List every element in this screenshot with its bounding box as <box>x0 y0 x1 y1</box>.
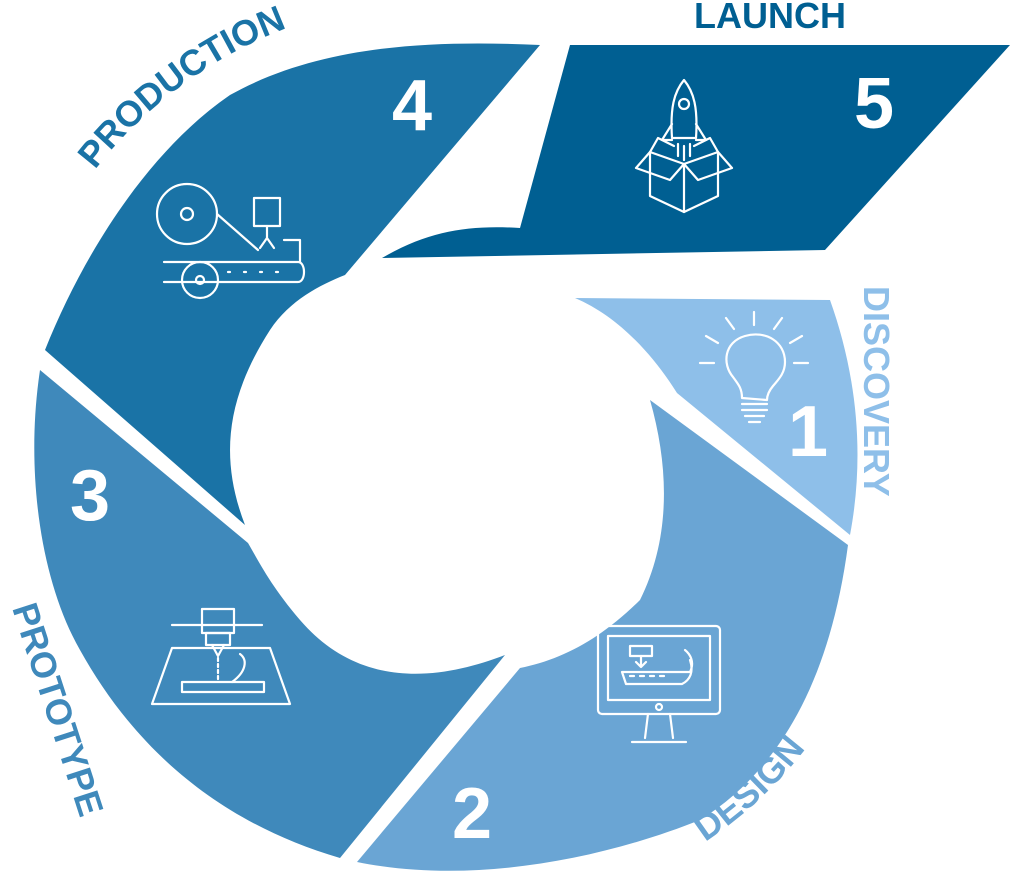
segment-production <box>45 43 540 526</box>
stage-label-launch: LAUNCH <box>694 0 846 36</box>
segment-launch <box>382 45 1010 258</box>
stage-number-production: 4 <box>392 66 432 146</box>
segment-design <box>357 400 848 871</box>
3d-printer-icon <box>150 607 292 706</box>
monitor-cad-icon <box>596 624 722 744</box>
stage-number-launch: 5 <box>854 64 894 144</box>
stage-number-discovery: 1 <box>788 392 828 472</box>
lightbulb-icon <box>698 310 810 424</box>
segment-discovery <box>575 298 858 535</box>
conveyor-icon <box>155 182 306 300</box>
stage-number-prototype: 3 <box>70 456 110 536</box>
segment-prototype <box>34 370 506 858</box>
rocket-box-icon <box>634 78 734 214</box>
stage-label-discovery: DISCOVERY <box>856 286 897 497</box>
stage-number-design: 2 <box>452 774 492 854</box>
